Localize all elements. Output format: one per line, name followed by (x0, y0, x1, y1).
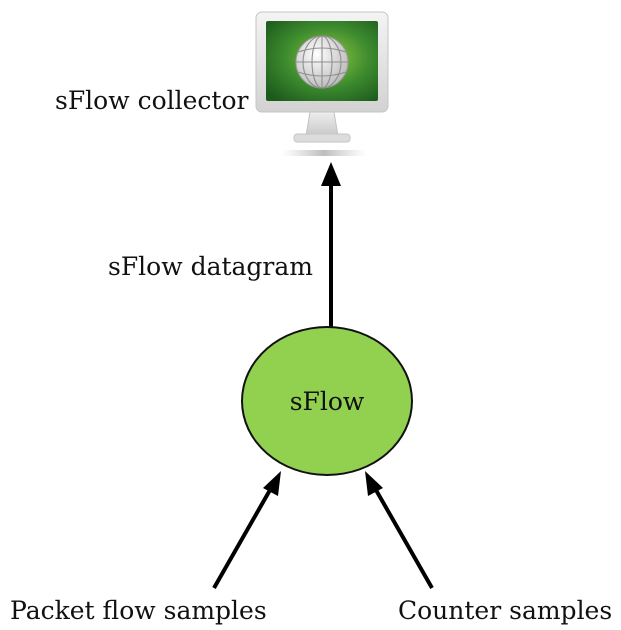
counter-samples-label: Counter samples (398, 596, 613, 625)
sflow-agent-label: sFlow (289, 386, 365, 416)
collector-label: sFlow collector (55, 86, 249, 115)
datagram-arrow (321, 162, 341, 328)
counter-arrow (365, 471, 434, 589)
sflow-agent-node: sFlow (241, 326, 413, 476)
packet-flow-arrow (212, 471, 281, 589)
packet-flow-samples-label: Packet flow samples (10, 596, 267, 625)
datagram-label: sFlow datagram (108, 252, 313, 281)
monitor-globe-icon (254, 10, 392, 160)
